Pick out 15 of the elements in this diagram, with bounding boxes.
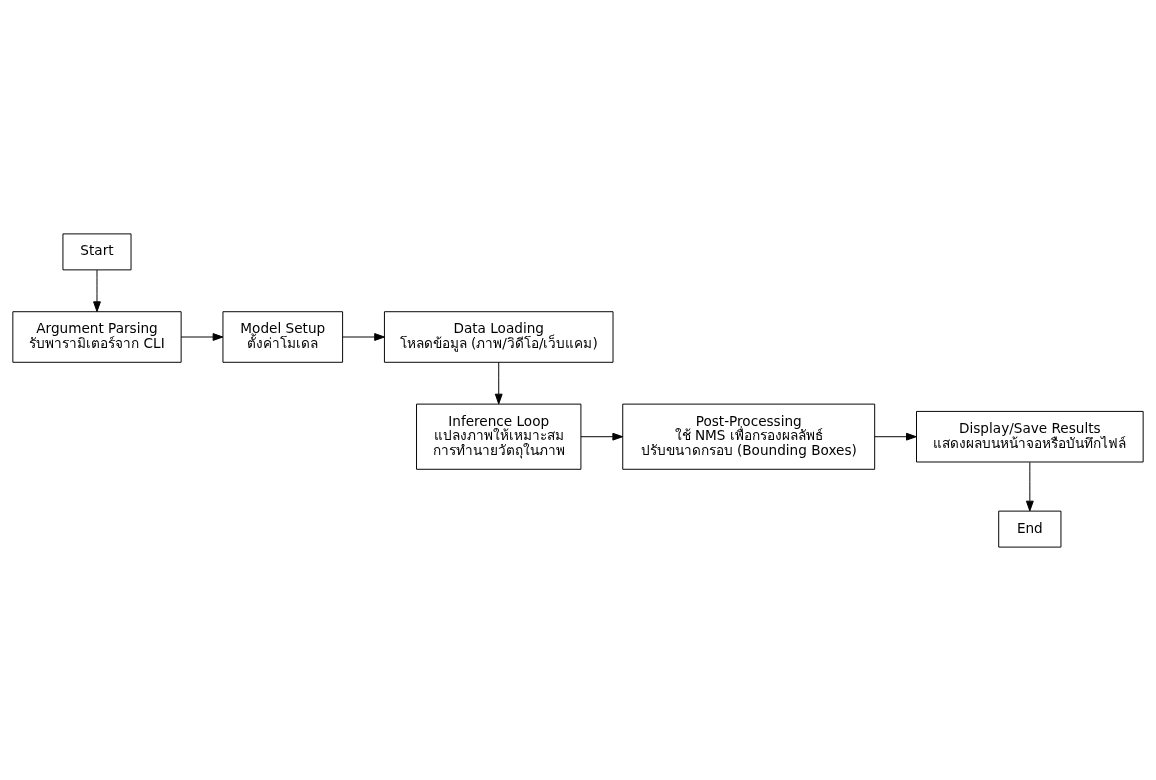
node-box: Display/Save Results แสดงผลบนหน้าจอหรือบันทึกไฟล์ bbox=[916, 410, 1144, 462]
node-box: Argument Parsing รับพารามิเตอร์จาก CLI bbox=[12, 310, 182, 363]
arrow bbox=[494, 361, 503, 404]
arrow bbox=[874, 432, 917, 441]
node-box: Model Setup ตั้งค่าโมเดล bbox=[222, 310, 344, 363]
node-box: Data Loading โหลดข้อมูล (ภาพ/วิดีโอ/เว็บแคม) bbox=[383, 310, 614, 363]
arrow bbox=[93, 269, 101, 312]
arrow bbox=[1025, 461, 1034, 511]
arrow bbox=[180, 332, 224, 341]
node-box: Post-Processing ใช้ NMS เพื่อกรองผลลัพธ์ ปรับขนาดกรอบ (Bounding Boxes) bbox=[622, 403, 876, 470]
arrow bbox=[580, 432, 624, 441]
node-box: Start bbox=[62, 232, 132, 270]
node-box: End bbox=[998, 510, 1062, 548]
arrow bbox=[342, 332, 385, 341]
node-box: Inference Loop แปลงภาพให้เหมาะสม การทำนายวัตถุในภาพ bbox=[416, 403, 582, 470]
